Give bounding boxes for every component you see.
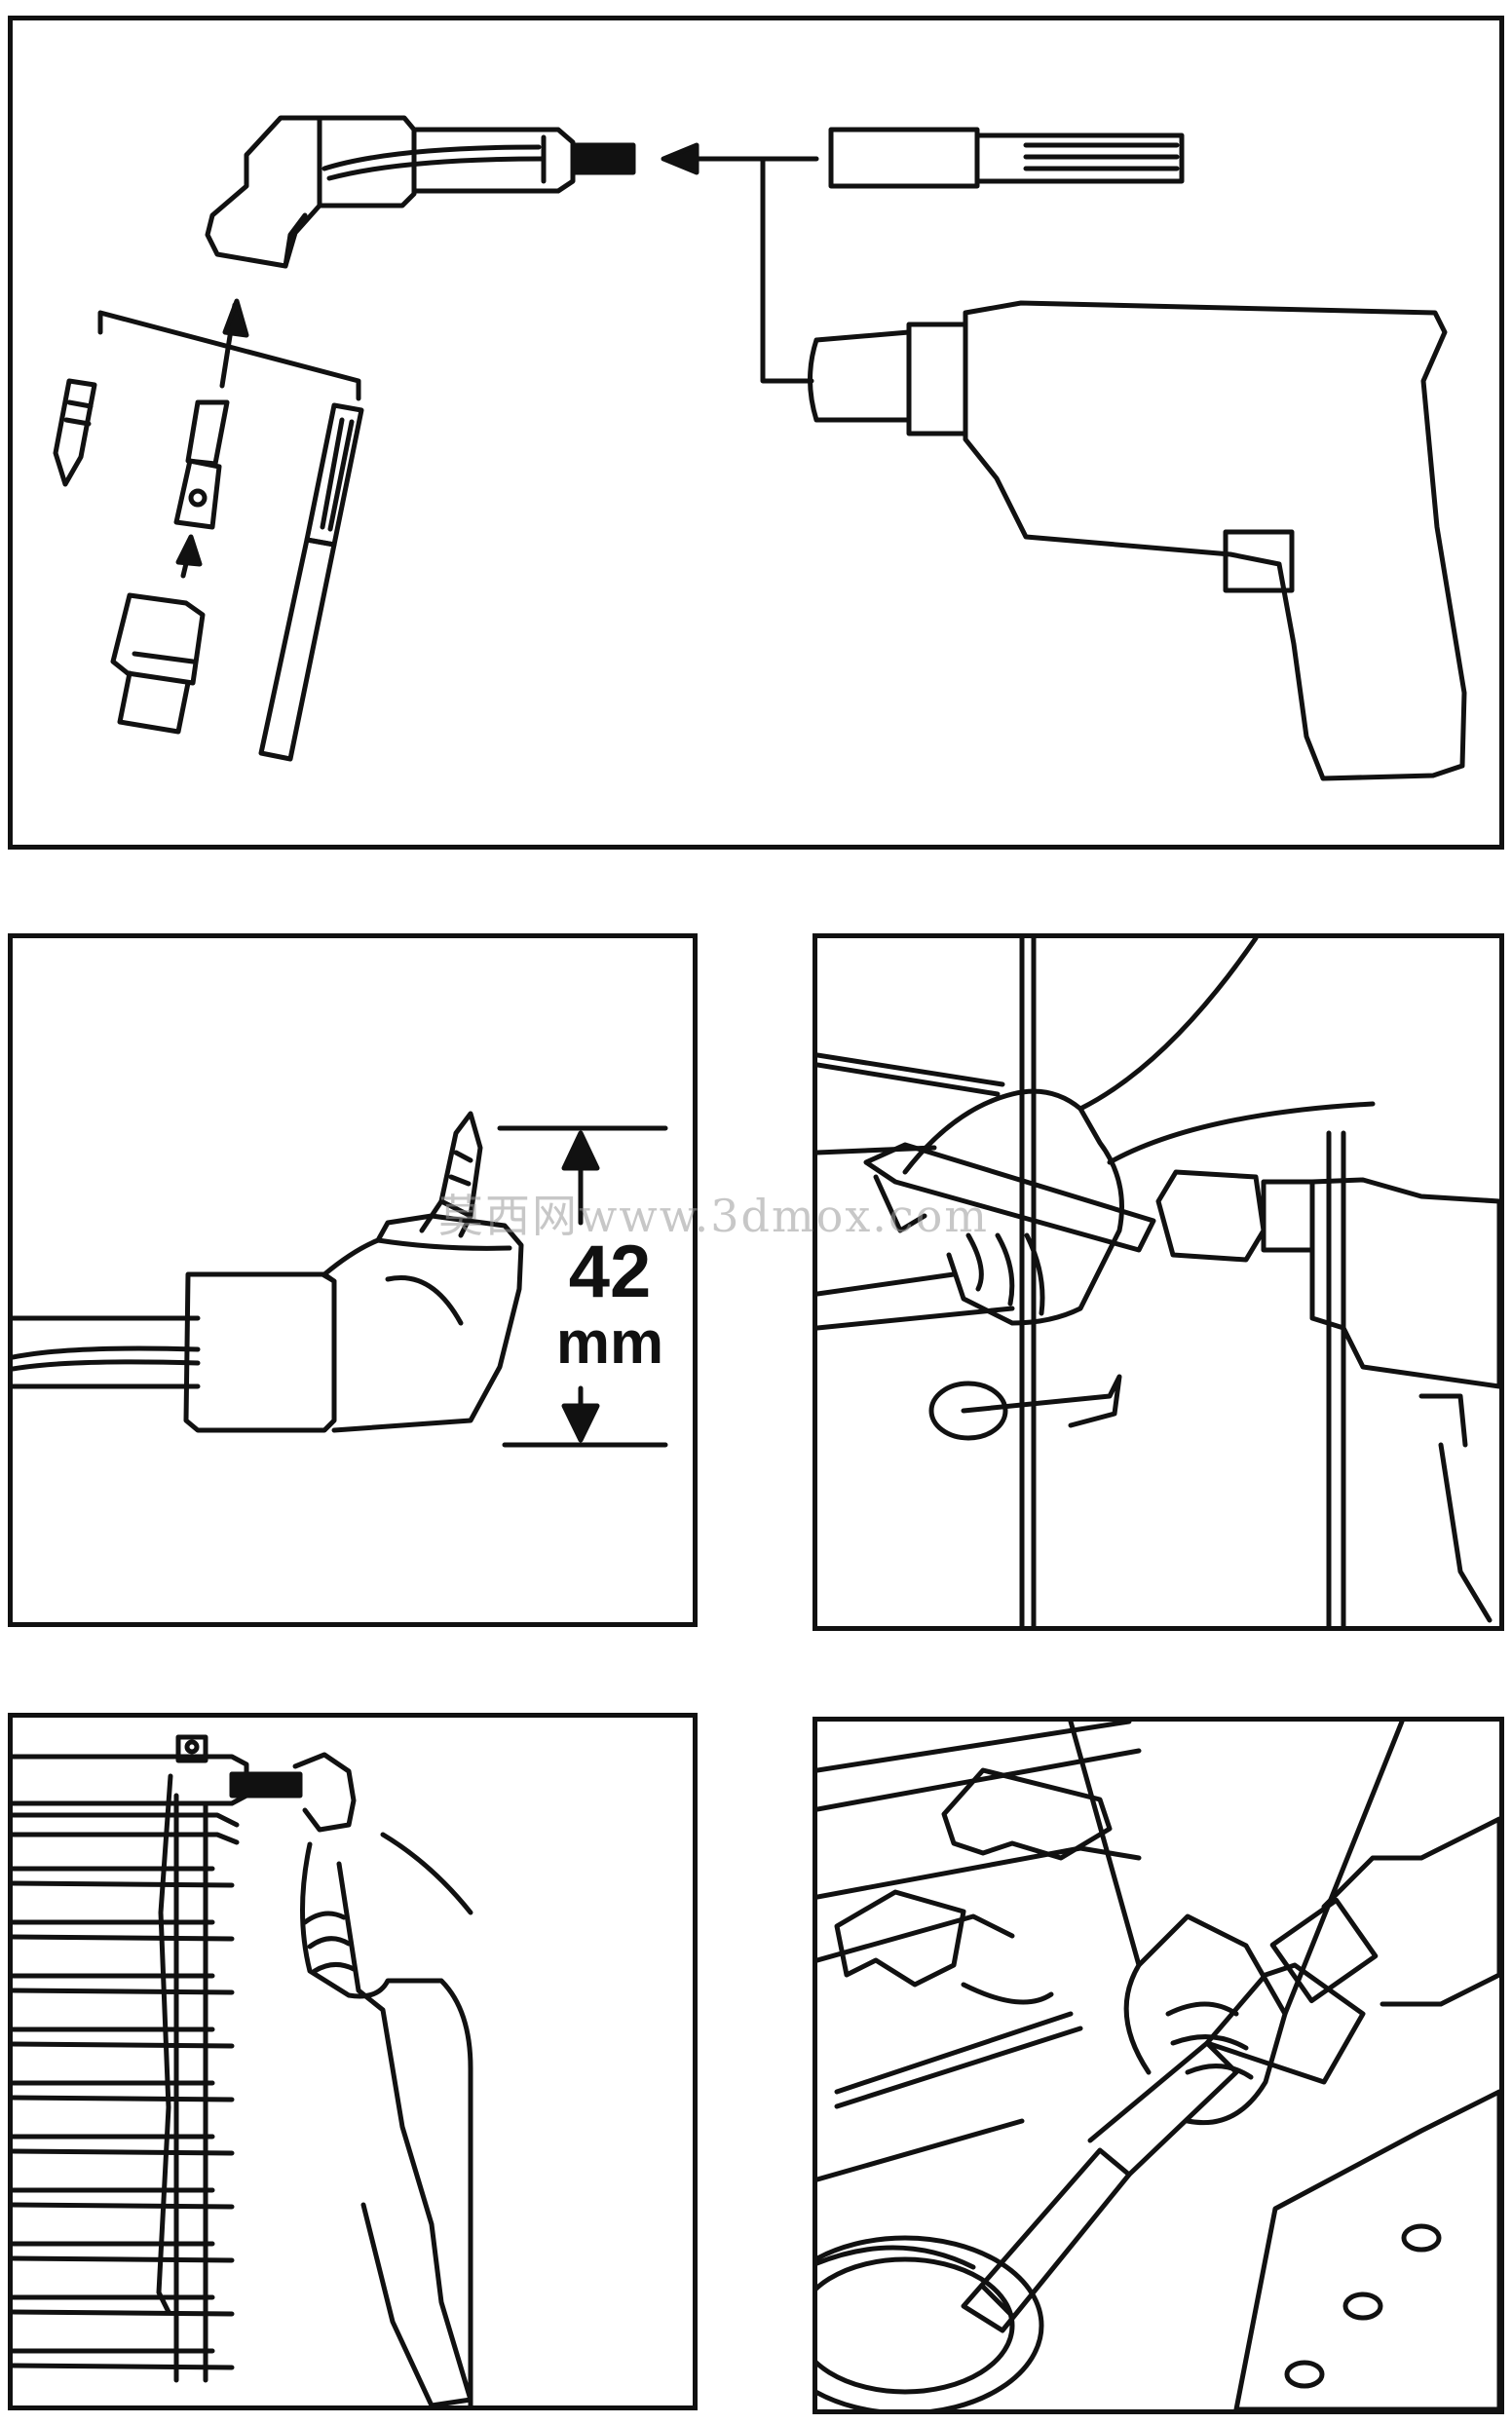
extension-rod-icon [229,1771,303,1799]
assembly-overview-panel [8,16,1504,850]
angle-head-height-drawing [13,1111,668,1448]
cabinet-drilling-drawing [817,938,1499,1626]
hand-icon [300,1832,473,2405]
drill-icon [1204,1816,1499,2085]
drill-icon [808,300,1467,781]
assembly-overview-drawing [53,115,1467,781]
insertion-arrow [661,142,819,384]
screwdriver-bit-icon [53,378,97,487]
hand-icon [902,938,1376,1326]
cabinet-frame [817,938,1346,1626]
dimension-lines [497,1125,668,1448]
extension-rod-icon [961,2040,1239,2333]
pulley-icon [817,2235,1044,2409]
height-callout-panel: 42 mm [8,933,698,1627]
extension-rod-icon [258,402,364,762]
extension-rod-icon [863,1142,1156,1253]
blind-adjustment-drawing [13,1734,473,2405]
bit-holder-icon [173,298,249,579]
blind-adjustment-panel [8,1713,698,2410]
bracket-parts [834,1767,1113,2005]
height-unit: mm [555,1309,664,1377]
extension-shaft [13,1315,201,1389]
engine-bay-panel [813,1717,1504,2414]
socket-adapter-icon [110,592,206,735]
screwdriver-bit-icon [419,1111,483,1238]
cabinet-drilling-panel [813,933,1504,1631]
angle-drive-head-icon [183,1213,524,1433]
venetian-blind-icon [13,1734,249,2383]
angle-drive-head-icon [292,1752,357,1833]
engine-block [1233,2089,1499,2409]
hand-icon [1068,1722,1405,2126]
watermark-text: 莫西网www.3dmox.com [438,1190,989,1242]
hex-shaft-icon [828,127,1185,189]
angle-drive-head-icon [205,115,636,269]
drill-icon [1155,1169,1499,1623]
cable-clip-icon [928,1374,1122,1441]
engine-bay-drawing [817,1722,1499,2409]
height-value: 42 [568,1231,652,1313]
